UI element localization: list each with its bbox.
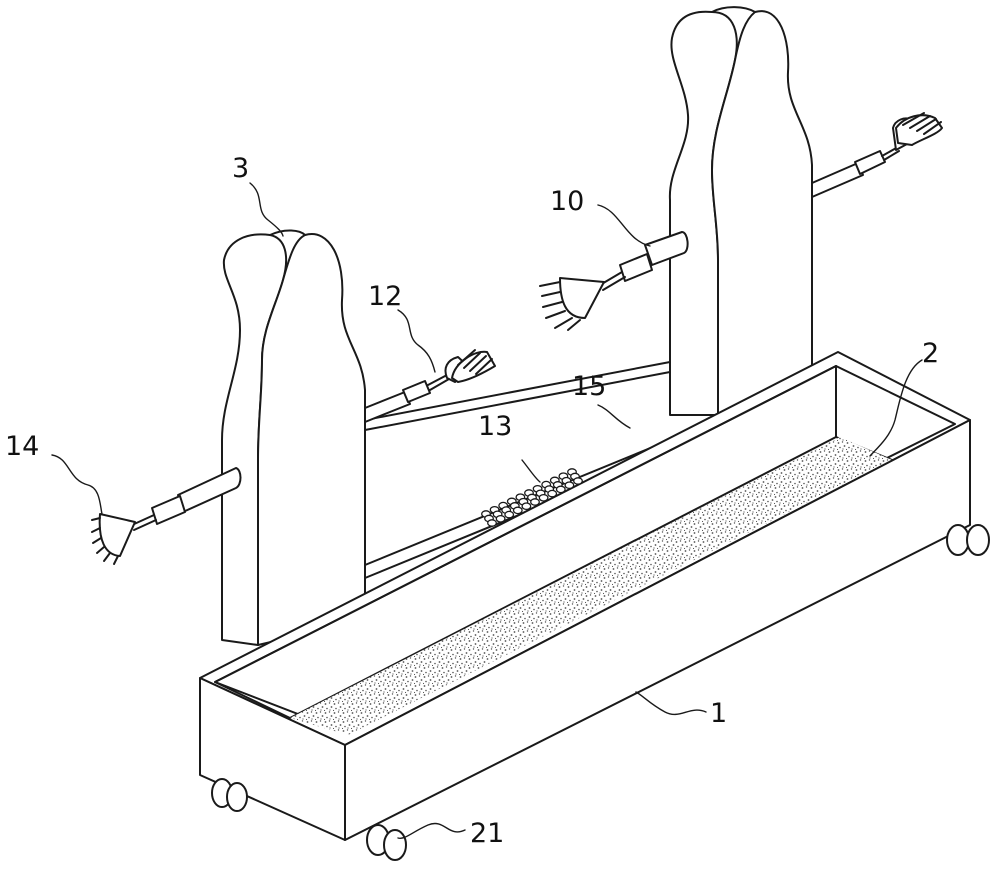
ball <box>538 493 549 502</box>
label-10: 10 <box>550 186 584 217</box>
caster-front-left <box>211 778 248 812</box>
label-12: 12 <box>368 281 402 312</box>
front-right-brush-arm <box>539 231 689 331</box>
gravel-bed <box>290 437 892 735</box>
ball <box>555 485 566 494</box>
ball <box>495 514 506 523</box>
ball <box>564 481 575 490</box>
trough <box>199 351 971 841</box>
label-3: 3 <box>232 153 249 184</box>
right-frame <box>668 6 813 416</box>
label-21: 21 <box>470 818 504 849</box>
ball <box>547 489 558 498</box>
reference-labels: 3 12 10 13 15 2 14 1 21 <box>5 153 939 849</box>
left-upper-brush-arm <box>364 349 496 423</box>
caster-rear-right <box>946 524 990 556</box>
ball <box>512 506 523 515</box>
ball <box>487 519 497 527</box>
left-lower-brush-arm <box>91 467 242 565</box>
ball-cluster <box>481 468 583 527</box>
label-1: 1 <box>710 698 727 729</box>
ball <box>521 502 532 511</box>
leader-lines <box>51 182 923 839</box>
ball <box>504 510 515 519</box>
ball <box>573 477 583 485</box>
rear-right-brush-arm <box>811 112 943 198</box>
caster-front-right <box>366 824 407 861</box>
left-frame <box>221 229 366 646</box>
label-2: 2 <box>922 338 939 369</box>
label-13: 13 <box>478 411 512 442</box>
label-15: 15 <box>572 371 606 402</box>
label-14: 14 <box>5 431 39 462</box>
ball <box>530 498 540 506</box>
casters <box>211 524 990 861</box>
